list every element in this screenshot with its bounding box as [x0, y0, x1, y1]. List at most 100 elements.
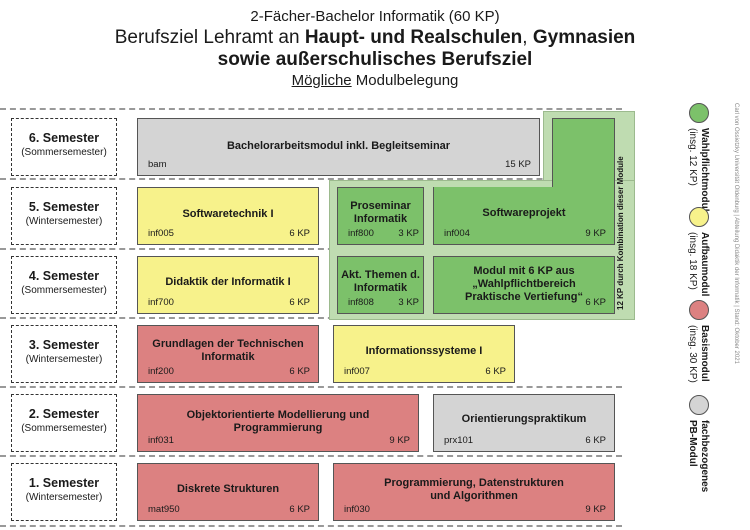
semester-subtitle: (Wintersemester) — [25, 492, 103, 503]
legend-wahlpflicht-swatch — [689, 103, 709, 123]
semester-4-label: 4. Semester (Sommersemester) — [11, 256, 117, 314]
semester-title: 1. Semester — [28, 476, 100, 490]
semester-subtitle: (Sommersemester) — [21, 423, 107, 434]
module-title: Objektorientierte Modellierung und Progr… — [186, 409, 370, 434]
combination-note: 12 KP durch Kombination dieser Module — [616, 156, 625, 310]
module-credits: 6 KP — [289, 366, 310, 377]
semester-5-label: 5. Semester (Wintersemester) — [11, 187, 117, 245]
semester-2-label: 2. Semester (Sommersemester) — [11, 394, 117, 452]
module-credits: 9 KP — [585, 228, 606, 239]
row-separator — [0, 525, 622, 527]
module-inf800: Proseminar Informatik inf800 3 KP — [337, 187, 424, 245]
module-inf200: Grundlagen der Technischen Informatik in… — [137, 325, 319, 383]
row-separator — [0, 386, 622, 388]
module-code: inf007 — [344, 366, 370, 377]
module-title: Bachelorarbeitsmodul inkl. Begleitsemina… — [226, 140, 451, 152]
semester-subtitle: (Sommersemester) — [21, 147, 107, 158]
semester-title: 5. Semester — [28, 200, 100, 214]
module-code: prx101 — [444, 435, 474, 446]
module-credits: 6 KP — [585, 297, 606, 308]
semester-title: 6. Semester — [28, 131, 100, 145]
module-code: inf030 — [344, 504, 370, 515]
row-separator — [0, 317, 622, 319]
module-code: inf005 — [148, 228, 174, 239]
module-title: Didaktik der Informatik I — [165, 276, 291, 288]
semester-6-label: 6. Semester (Sommersemester) — [11, 118, 117, 176]
module-wahlpflicht-vertiefung: Modul mit 6 KP aus „Wahlpflichtbereich P… — [433, 256, 615, 314]
module-mat950: Diskrete Strukturen mat950 6 KP — [137, 463, 319, 521]
module-inf004: Softwareprojekt inf004 9 KP — [433, 187, 615, 245]
module-inf031: Objektorientierte Modellierung und Progr… — [137, 394, 419, 452]
module-code: inf800 — [348, 228, 374, 239]
row-separator — [0, 108, 622, 110]
header-line-2: Berufsziel Lehramt an Haupt- und Realsch… — [0, 27, 750, 49]
module-title: Modul mit 6 KP aus „Wahlpflichtbereich P… — [465, 265, 583, 303]
row-separator — [0, 455, 622, 457]
legend-sub: PB-Modul — [687, 420, 698, 467]
module-credits: 6 KP — [289, 504, 310, 515]
footnote: Carl von Ossietzky Universität Oldenburg… — [733, 103, 739, 364]
header-line-2-mid: , — [522, 27, 533, 48]
legend-basis-swatch — [689, 300, 709, 320]
legend-label: Basismodul — [699, 325, 710, 382]
semester-subtitle: (Sommersemester) — [21, 285, 107, 296]
legend-aufbau: Aufbaumodul(insg. 18 KP) — [686, 232, 710, 296]
module-title: Informationssysteme I — [365, 345, 483, 357]
module-credits: 6 KP — [289, 297, 310, 308]
module-title: Programmierung, Datenstrukturen und Algo… — [384, 477, 564, 502]
semester-subtitle: (Wintersemester) — [25, 216, 103, 227]
module-credits: 9 KP — [585, 504, 606, 515]
module-inf030: Programmierung, Datenstrukturen und Algo… — [333, 463, 615, 521]
module-code: inf700 — [148, 297, 174, 308]
legend-label: fachbezogenes — [699, 420, 710, 493]
module-bam: Bachelorarbeitsmodul inkl. Begleitsemina… — [137, 118, 540, 176]
header-line-4-rest: Modulbelegung — [351, 72, 459, 89]
legend-label: Wahlpflichtmodul — [699, 128, 710, 212]
module-code: inf004 — [444, 228, 470, 239]
legend-sub: (insg. 12 KP) — [687, 128, 698, 186]
module-code: inf031 — [148, 435, 174, 446]
module-title: Orientierungspraktikum — [461, 413, 587, 425]
header-line-4: Mögliche Modulbelegung — [0, 72, 750, 89]
module-title: Grundlagen der Technischen Informatik — [152, 338, 304, 363]
legend-wahlpflicht: Wahlpflichtmodul(insg. 12 KP) — [686, 128, 710, 212]
header-line-2-bold2: Gymnasien — [532, 27, 636, 48]
module-title: Proseminar Informatik — [350, 200, 411, 225]
semester-title: 3. Semester — [28, 338, 100, 352]
row-separator — [0, 248, 622, 250]
header-line-2-bold: Haupt- und Realschulen — [304, 27, 523, 48]
legend-label: Aufbaumodul — [699, 232, 710, 297]
semester-3-label: 3. Semester (Wintersemester) — [11, 325, 117, 383]
module-code: bam — [148, 159, 167, 170]
module-inf700: Didaktik der Informatik I inf700 6 KP — [137, 256, 319, 314]
semester-1-label: 1. Semester (Wintersemester) — [11, 463, 117, 521]
header-line-1: 2-Fächer-Bachelor Informatik (60 KP) — [250, 8, 500, 25]
module-inf007: Informationssysteme I inf007 6 KP — [333, 325, 515, 383]
legend-aufbau-swatch — [689, 207, 709, 227]
module-title: Softwareprojekt — [482, 207, 566, 219]
legend-basis: Basismodul(insg. 30 KP) — [686, 325, 710, 383]
legend-pb-swatch — [689, 395, 709, 415]
row-separator — [0, 178, 622, 180]
module-inf005: Softwaretechnik I inf005 6 KP — [137, 187, 319, 245]
module-code: mat950 — [148, 504, 180, 515]
semester-title: 2. Semester — [28, 407, 100, 421]
module-credits: 6 KP — [289, 228, 310, 239]
semester-subtitle: (Wintersemester) — [25, 354, 103, 365]
module-credits: 9 KP — [389, 435, 410, 446]
header-line-3: sowie außerschulisches Berufsziel — [217, 49, 533, 70]
module-credits: 3 KP — [398, 297, 419, 308]
header-line-4-underlined: Mögliche — [291, 72, 352, 89]
semester-title: 4. Semester — [28, 269, 100, 283]
module-inf808: Akt. Themen d. Informatik inf808 3 KP — [337, 256, 424, 314]
module-credits: 6 KP — [585, 435, 606, 446]
module-credits: 6 KP — [485, 366, 506, 377]
module-prx101: Orientierungspraktikum prx101 6 KP — [433, 394, 615, 452]
legend-sub: (insg. 30 KP) — [687, 325, 698, 383]
legend-sub: (insg. 18 KP) — [687, 232, 698, 290]
module-code: inf808 — [348, 297, 374, 308]
module-title: Akt. Themen d. Informatik — [341, 269, 420, 294]
module-credits: 3 KP — [398, 228, 419, 239]
module-code: inf200 — [148, 366, 174, 377]
